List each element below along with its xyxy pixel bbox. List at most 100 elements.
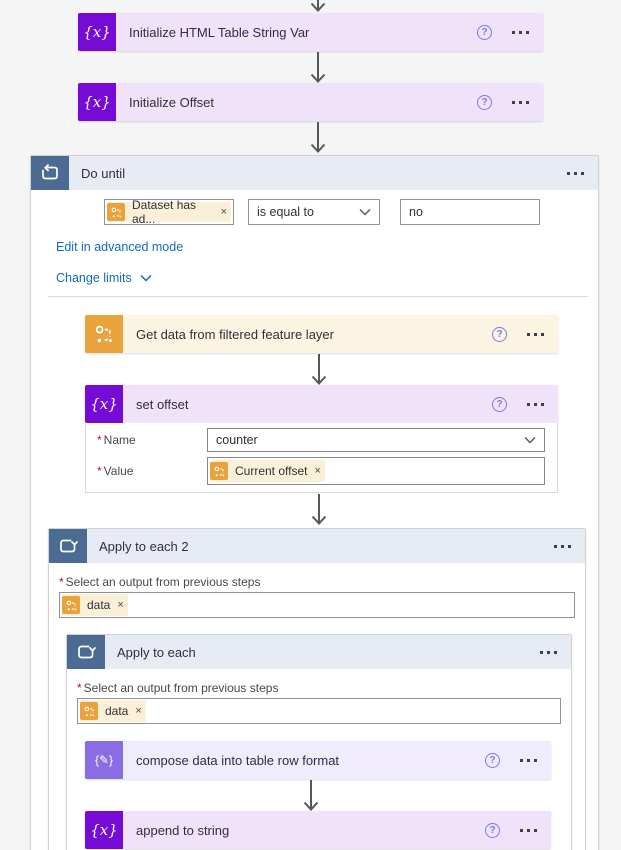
- more-menu-button[interactable]: [512, 27, 529, 38]
- help-icon[interactable]: ?: [485, 822, 500, 838]
- remove-token-icon[interactable]: ×: [220, 206, 227, 218]
- operator-value: is equal to: [257, 205, 314, 219]
- action-title: Initialize Offset: [129, 94, 215, 110]
- more-menu-button[interactable]: [527, 399, 544, 410]
- help-glyph: ?: [481, 26, 488, 38]
- set-offset-header[interactable]: {x} set offset ?: [85, 385, 558, 423]
- more-menu-button[interactable]: [554, 541, 571, 552]
- scope-title: Do until: [81, 165, 126, 181]
- help-icon[interactable]: ?: [477, 24, 492, 40]
- do-until-header[interactable]: Do until: [31, 156, 598, 190]
- help-icon[interactable]: ?: [492, 396, 507, 412]
- flow-connector-arrow: [310, 493, 598, 525]
- select-output-label: *Select an output from previous steps: [59, 575, 261, 589]
- dynamic-content-token[interactable]: Current offset ×: [210, 460, 325, 482]
- token-label: Dataset has ad...: [132, 198, 197, 226]
- flow-connector-arrow: [309, 51, 621, 83]
- condition-left-operand-input[interactable]: Dataset has ad... ×: [104, 198, 234, 226]
- value-field-label: *Value: [97, 464, 134, 478]
- scope-apply-to-each-2: Apply to each 2 *Select an output from p…: [48, 528, 586, 850]
- more-menu-button[interactable]: [512, 97, 529, 108]
- help-icon[interactable]: ?: [477, 94, 492, 110]
- action-append-to-string[interactable]: {x} append to string ?: [85, 811, 551, 849]
- compose-glyph: {✎}: [94, 753, 114, 767]
- variable-icon: {x}: [85, 811, 123, 849]
- token-label: data: [87, 598, 111, 612]
- scope-title: Apply to each: [117, 644, 196, 660]
- arcgis-icon: [107, 203, 125, 221]
- change-limits-link[interactable]: Change limits: [56, 271, 132, 285]
- select-output-input[interactable]: data ×: [77, 698, 561, 724]
- more-menu-button[interactable]: [567, 168, 584, 179]
- select-output-input[interactable]: data ×: [59, 592, 575, 618]
- variable-glyph: {x}: [83, 23, 111, 41]
- dynamic-content-token[interactable]: Dataset has ad... ×: [107, 198, 231, 226]
- help-glyph: ?: [489, 754, 496, 766]
- variable-value-input[interactable]: Current offset ×: [207, 457, 545, 485]
- remove-token-icon[interactable]: ×: [135, 705, 142, 717]
- action-initialize-offset[interactable]: {x} Initialize Offset ?: [78, 83, 543, 121]
- help-glyph: ?: [489, 824, 496, 836]
- apply-to-each-icon: [49, 529, 87, 563]
- more-menu-button[interactable]: [540, 647, 557, 658]
- variable-glyph: {x}: [83, 93, 111, 111]
- edit-advanced-mode-link[interactable]: Edit in advanced mode: [56, 240, 184, 254]
- action-get-data-from-filtered-feature-layer[interactable]: Get data from filtered feature layer ?: [85, 315, 558, 353]
- select-output-label: *Select an output from previous steps: [77, 681, 279, 695]
- compose-icon: {✎}: [85, 741, 123, 779]
- condition-value: no: [409, 205, 423, 219]
- help-glyph: ?: [481, 96, 488, 108]
- more-menu-button[interactable]: [527, 329, 544, 340]
- variable-icon: {x}: [85, 385, 123, 423]
- apply-to-each-icon: [67, 635, 105, 669]
- arcgis-icon: [210, 462, 228, 480]
- help-icon[interactable]: ?: [492, 326, 507, 342]
- action-set-offset: {x} set offset ? *Name counter *Value: [85, 385, 558, 493]
- condition-operator-dropdown[interactable]: is equal to: [248, 199, 380, 225]
- help-glyph: ?: [496, 328, 503, 340]
- chevron-down-icon[interactable]: [140, 274, 152, 282]
- name-field-label: *Name: [97, 433, 136, 447]
- action-title: append to string: [136, 822, 230, 838]
- arcgis-icon: [85, 315, 123, 353]
- dynamic-content-token[interactable]: data ×: [62, 594, 128, 616]
- variable-glyph: {x}: [90, 821, 118, 839]
- section-divider: [48, 296, 588, 297]
- remove-token-icon[interactable]: ×: [117, 599, 124, 611]
- help-glyph: ?: [496, 398, 503, 410]
- scope-do-until: Do until Dataset has ad... × is equal to: [30, 155, 599, 850]
- flow-connector-arrow: [309, 121, 621, 153]
- more-menu-button[interactable]: [520, 755, 537, 766]
- do-until-condition-row: Dataset has ad... × is equal to no: [104, 198, 598, 226]
- action-title: compose data into table row format: [136, 752, 340, 768]
- remove-token-icon[interactable]: ×: [314, 465, 321, 477]
- action-title: set offset: [136, 396, 189, 412]
- scope-apply-to-each: Apply to each *Select an output from pre…: [66, 634, 572, 850]
- variable-icon: {x}: [78, 83, 116, 121]
- arcgis-icon: [80, 702, 98, 720]
- apply-to-each-2-header[interactable]: Apply to each 2: [49, 529, 585, 563]
- help-icon[interactable]: ?: [485, 752, 500, 768]
- action-title: Initialize HTML Table String Var: [129, 24, 310, 40]
- set-offset-parameters: *Name counter *Value Curren: [85, 423, 558, 493]
- variable-name-dropdown[interactable]: counter: [207, 428, 545, 452]
- action-compose-data-into-table-row-format[interactable]: {✎} compose data into table row format ?: [85, 741, 551, 779]
- variable-icon: {x}: [78, 13, 116, 51]
- apply-to-each-header[interactable]: Apply to each: [67, 635, 571, 669]
- flow-connector-arrow: [310, 353, 598, 385]
- flow-connector-arrow: [302, 779, 571, 811]
- more-menu-button[interactable]: [520, 825, 537, 836]
- scope-title: Apply to each 2: [99, 538, 189, 554]
- variable-glyph: {x}: [90, 395, 118, 413]
- condition-value-input[interactable]: no: [400, 199, 540, 225]
- do-until-icon: [31, 156, 69, 190]
- flow-connector-arrow: [309, 0, 621, 12]
- chevron-down-icon: [524, 436, 536, 444]
- token-label: data: [105, 704, 129, 718]
- arcgis-icon: [62, 596, 80, 614]
- token-label: Current offset: [235, 464, 308, 478]
- dynamic-content-token[interactable]: data ×: [80, 700, 146, 722]
- action-initialize-html-table-string-var[interactable]: {x} Initialize HTML Table String Var ?: [78, 13, 543, 51]
- name-value: counter: [216, 433, 258, 447]
